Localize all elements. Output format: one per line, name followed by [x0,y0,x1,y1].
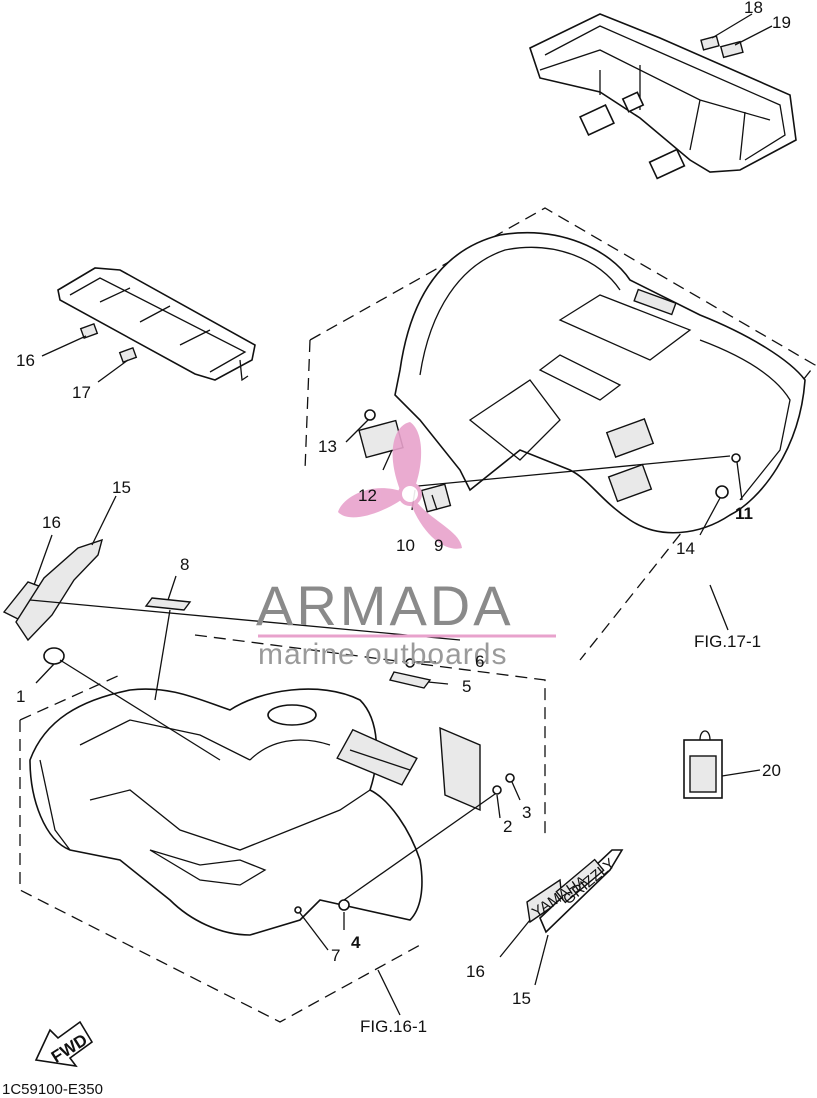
decal-15-left [15,495,461,642]
callout-17: 20 [762,761,781,780]
callout-16-right: 16 [466,962,485,981]
watermark-title: ARMADA [256,574,514,637]
decal-8 [144,575,192,701]
fwd-arrow: FWD [34,1020,94,1068]
decal-17 [683,730,761,799]
rear-fender [394,231,806,534]
callout-14: 14 [676,539,695,558]
callout-9: 9 [434,536,443,555]
callout-4: 4 [351,933,361,952]
callout-15-left: 15 [112,478,131,497]
callout-6: 6 [475,652,484,671]
callout-21: 19 [772,13,791,32]
callout-5: 5 [462,677,471,696]
callout-10: 10 [396,536,415,555]
fig-ref-rear: FIG.17-1 [694,632,761,651]
front-fasteners [35,647,521,951]
callout-13: 13 [318,437,337,456]
front-carrier [57,267,256,382]
watermark-subtitle: marine outboards [258,638,507,671]
rear-carrier [529,13,797,180]
callout-7: 7 [331,946,340,965]
callout-11: 11 [735,504,753,523]
callout-16-left: 16 [42,513,61,532]
front-fender [29,688,481,936]
callout-8: 8 [180,555,189,574]
callout-3: 3 [522,803,531,822]
front-fender-group-outline [19,634,546,1023]
watermark-logo [338,422,462,549]
callout-18: 16 [16,351,35,370]
callout-2: 2 [503,817,512,836]
callout-15-right: 15 [512,989,531,1008]
callout-19: 17 [72,383,91,402]
decal-18-19 [41,323,138,383]
decal-15-16-right: GRIZZLY YAMAHA [499,849,624,986]
callout-12: 12 [358,486,377,505]
callout-1: 1 [16,687,25,706]
fig-ref-front: FIG.16-1 [360,1017,427,1036]
drawing-code: 1C59100-E350 [2,1081,103,1098]
callout-20: 18 [744,0,763,17]
decal-20-21 [700,13,773,59]
